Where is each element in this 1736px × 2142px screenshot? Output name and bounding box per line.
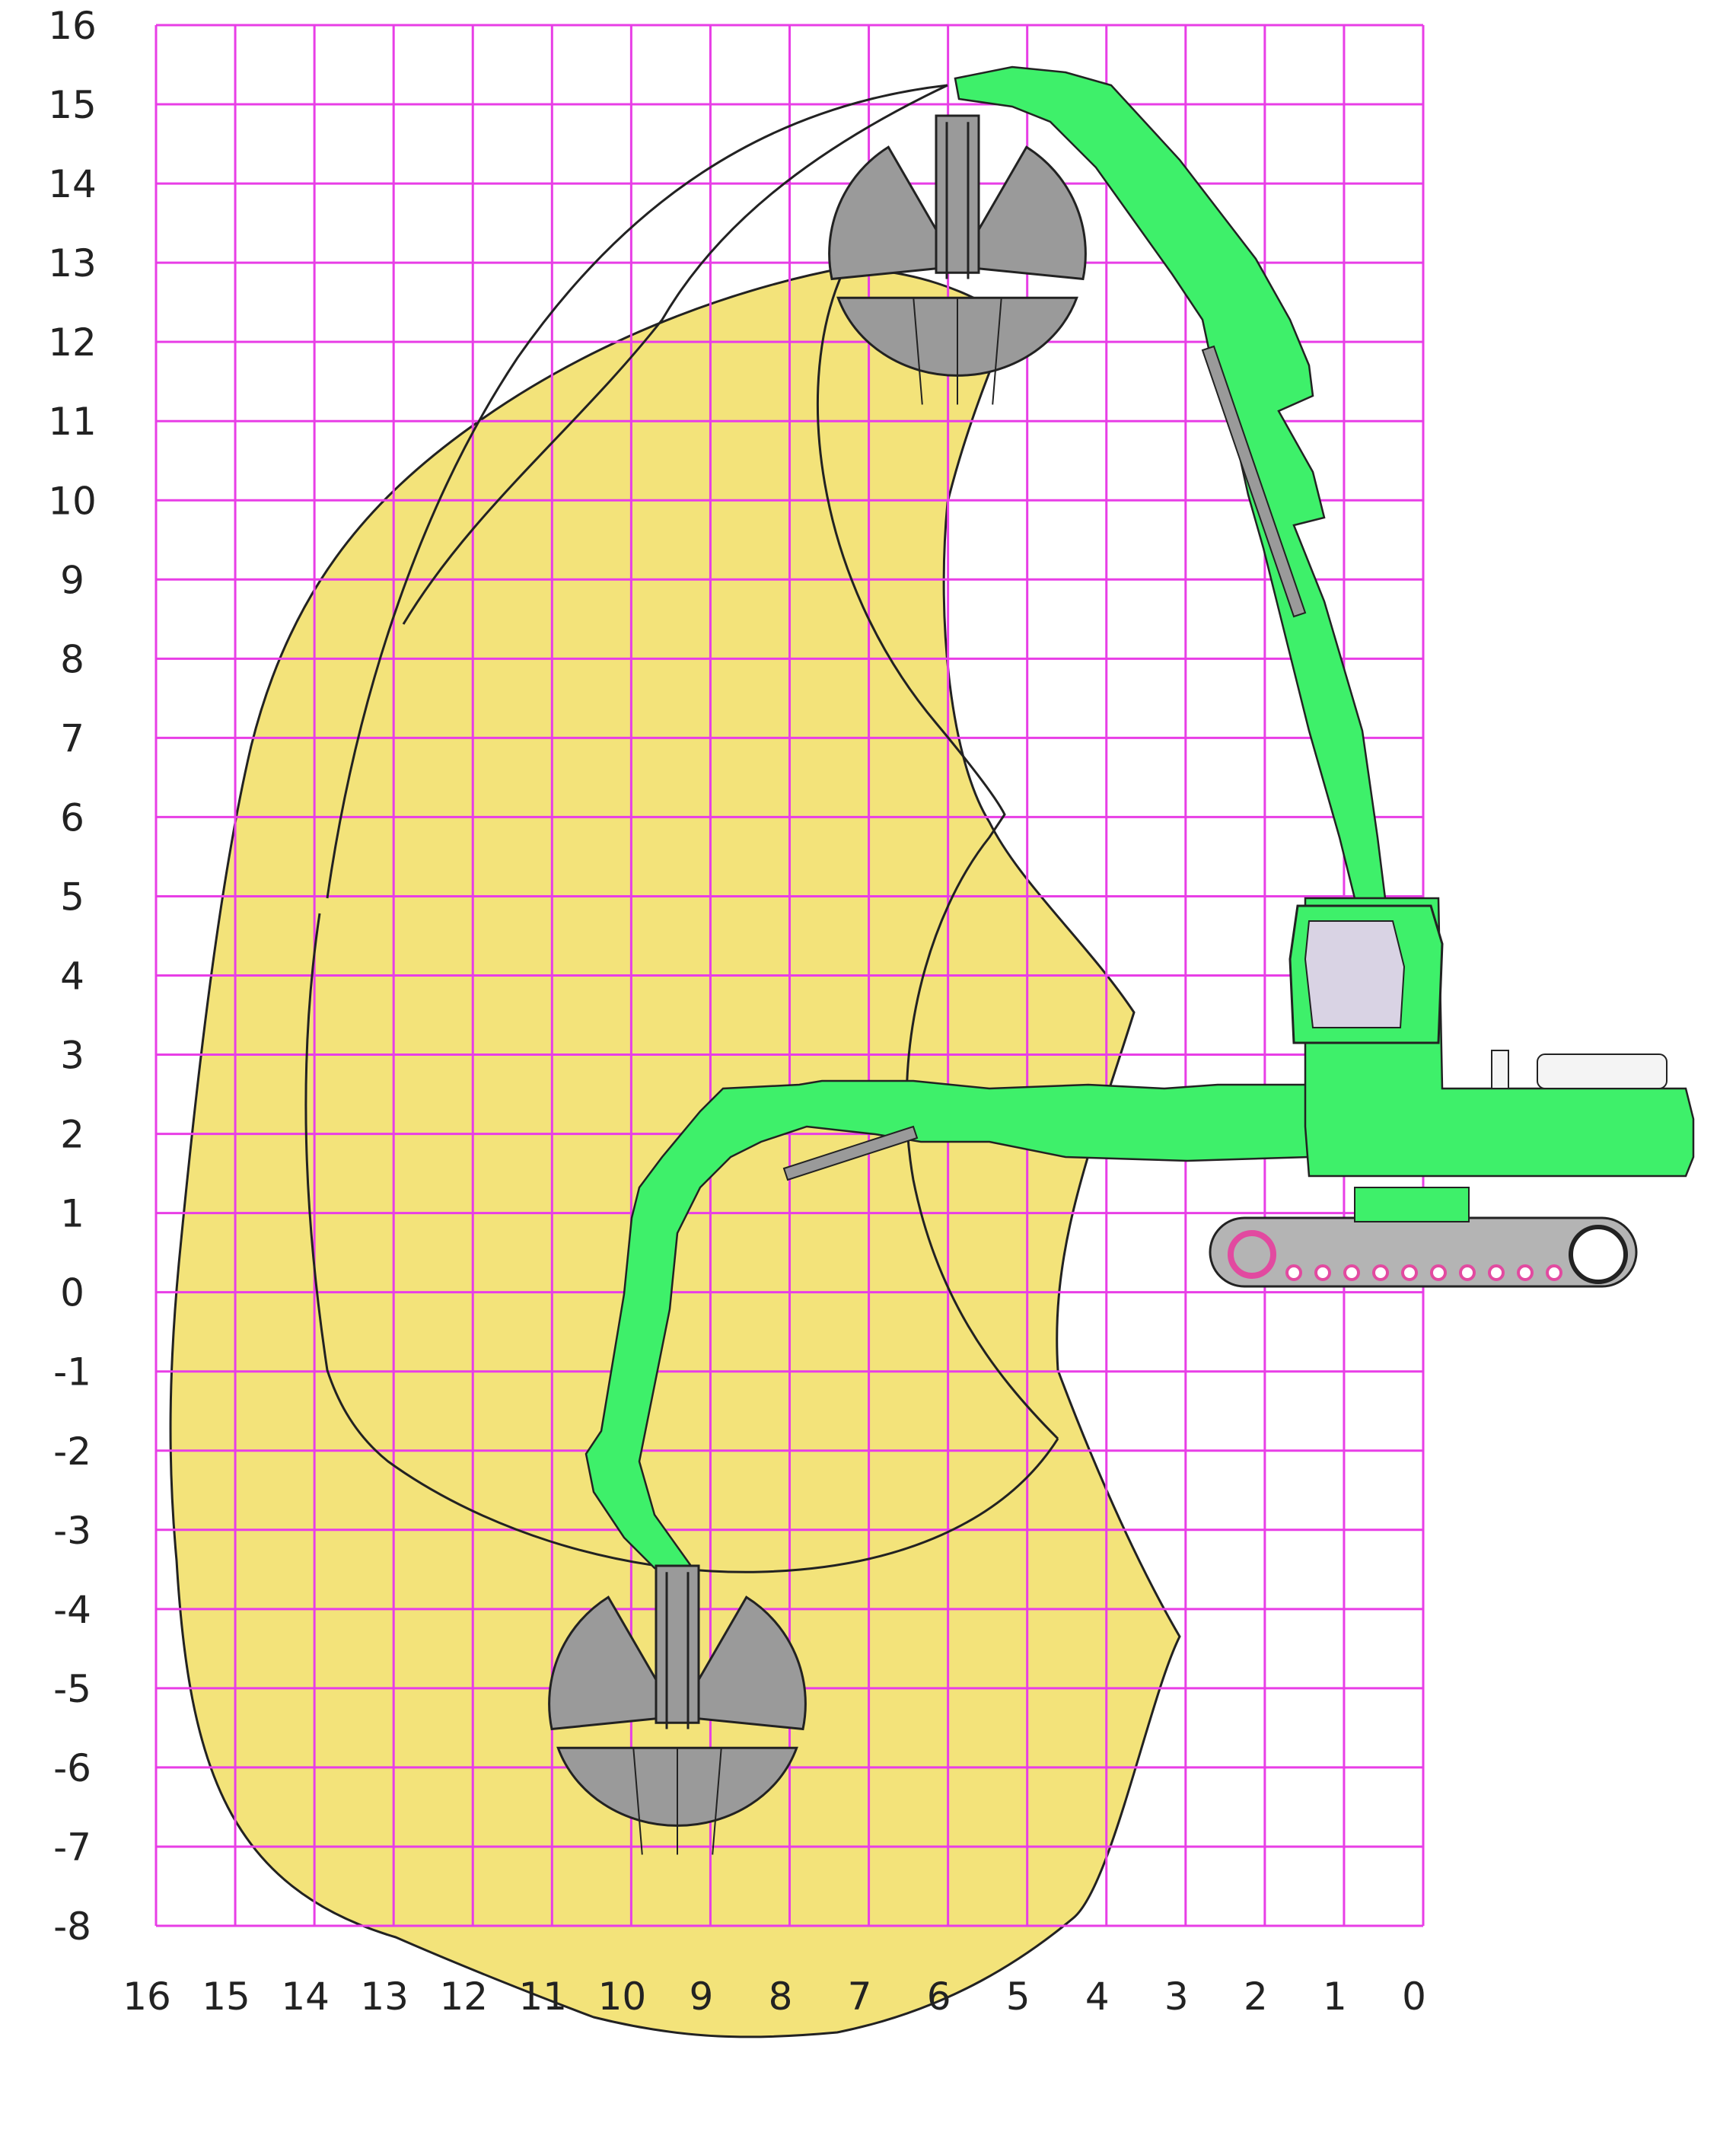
x-tick-label: 14 [281, 1975, 330, 2019]
upper-boom-cylinder [1201, 345, 1307, 618]
track-roller [1546, 1264, 1562, 1281]
idler-wheel-icon [1228, 1230, 1276, 1279]
lower-grab [548, 1564, 807, 1855]
y-tick-label: -2 [53, 1430, 91, 1474]
x-tick-label: 13 [360, 1975, 409, 2019]
x-tick-label: 5 [1006, 1975, 1030, 2019]
y-tick-label: -8 [53, 1905, 91, 1949]
y-tick-label: 10 [48, 479, 97, 523]
x-tick-label: 15 [202, 1975, 250, 2019]
grab-seam [913, 298, 923, 405]
y-tick-label: 2 [60, 1113, 84, 1157]
x-tick-label: 16 [123, 1975, 171, 2019]
x-tick-label: 0 [1402, 1975, 1426, 2019]
grab-mast [935, 114, 980, 274]
y-tick-label: -1 [53, 1350, 91, 1395]
track-roller [1401, 1264, 1418, 1281]
inner-reach-arc [816, 267, 1059, 1440]
y-tick-label: 5 [60, 875, 84, 919]
y-tick-label: 0 [60, 1271, 84, 1315]
outer-reach-arc [326, 84, 948, 899]
reach-arcs [304, 84, 1059, 1573]
y-tick-label: -6 [53, 1746, 91, 1790]
grab-mast [655, 1564, 700, 1724]
x-tick-label: 3 [1164, 1975, 1189, 2019]
track-roller [1430, 1264, 1447, 1281]
y-tick-label: 7 [60, 716, 84, 760]
y-tick-label: 8 [60, 637, 84, 681]
grab-seam [992, 298, 1002, 405]
y-tick-label: -3 [53, 1509, 91, 1553]
exhaust-pipe [1491, 1050, 1509, 1089]
x-tick-label: 12 [439, 1975, 488, 2019]
lower-boom [585, 1079, 1311, 1585]
y-tick-label: 4 [60, 955, 84, 999]
sprocket-icon [1569, 1225, 1628, 1284]
grab-seam [712, 1748, 722, 1855]
lower-reach-arc [304, 913, 1059, 1573]
track-roller [1488, 1264, 1505, 1281]
track-roller [1314, 1264, 1331, 1281]
y-tick-label: 1 [60, 1192, 84, 1236]
x-tick-label: 6 [927, 1975, 951, 2019]
y-tick-label: 16 [48, 4, 97, 48]
y-tick-label: -5 [53, 1667, 91, 1711]
x-tick-label: 11 [519, 1975, 568, 2019]
track-roller [1372, 1264, 1389, 1281]
y-tick-label: 15 [48, 83, 97, 127]
track-rollers [1285, 1264, 1562, 1281]
x-tick-label: 10 [598, 1975, 647, 2019]
upper-grab [828, 114, 1087, 405]
material-handler [585, 65, 1695, 1585]
y-tick-label: 14 [48, 162, 97, 206]
y-tick-label: 3 [60, 1034, 84, 1078]
y-tick-label: 13 [48, 241, 97, 285]
x-tick-label: 8 [769, 1975, 793, 2019]
engine-hood [1537, 1053, 1668, 1089]
lower-boom-cylinder [782, 1125, 919, 1181]
track-frame [1354, 1187, 1470, 1222]
track-roller [1343, 1264, 1360, 1281]
y-tick-label: 11 [48, 400, 97, 444]
track-roller [1285, 1264, 1302, 1281]
x-tick-label: 2 [1244, 1975, 1268, 2019]
grab-shell [828, 145, 960, 281]
y-tick-label: 9 [60, 558, 84, 602]
x-tick-label: 4 [1085, 1975, 1110, 2019]
x-tick-label: 7 [848, 1975, 872, 2019]
x-tick-label: 9 [690, 1975, 714, 2019]
y-tick-label: -4 [53, 1588, 91, 1632]
grab-shell [955, 145, 1087, 281]
track-roller [1459, 1264, 1476, 1281]
x-tick-label: 1 [1323, 1975, 1347, 2019]
y-tick-label: -7 [53, 1825, 91, 1869]
track-roller [1517, 1264, 1534, 1281]
grab-seam [632, 1748, 643, 1855]
y-tick-label: 12 [48, 320, 97, 365]
y-tick-label: 6 [60, 795, 84, 840]
grab-shell [675, 1595, 807, 1731]
cab-window [1304, 920, 1406, 1028]
grab-shell [548, 1595, 680, 1731]
reach-arc-2 [402, 84, 948, 625]
